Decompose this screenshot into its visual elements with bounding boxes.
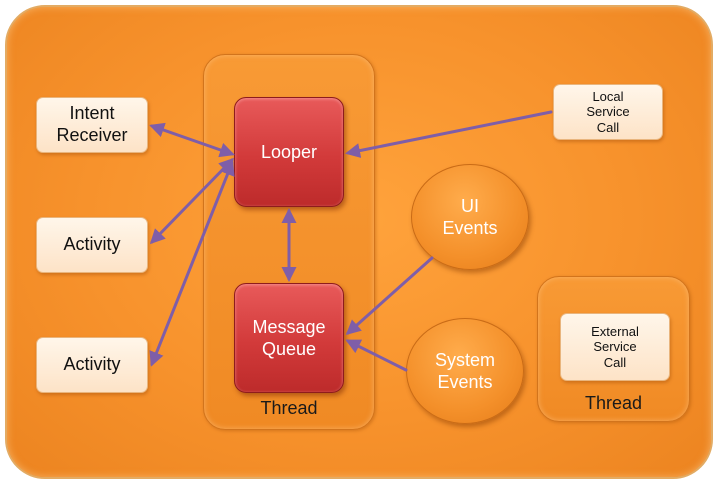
local-service-call-node: Local Service Call <box>553 84 663 140</box>
service-thread-label: Thread <box>584 393 643 413</box>
message-queue-label: Message Queue <box>252 316 326 360</box>
activity-node-1: Activity <box>36 217 148 273</box>
activity-label-2: Activity <box>63 354 121 375</box>
intent-receiver-node: Intent Receiver <box>36 97 148 153</box>
ui-events-label: UI Events <box>442 195 498 239</box>
external-service-call-node: External Service Call <box>560 313 670 381</box>
looper-label: Looper <box>260 141 318 162</box>
ui-events-node: UI Events <box>411 164 529 270</box>
message-queue-node: Message Queue <box>234 283 344 393</box>
looper-node: Looper <box>234 97 344 207</box>
main-thread-label: Thread <box>260 398 318 418</box>
system-events-label: System Events <box>434 349 495 393</box>
system-events-node: System Events <box>406 318 524 424</box>
external-service-call-label: External Service Call <box>591 323 639 370</box>
activity-label-1: Activity <box>63 234 121 255</box>
local-service-call-label: Local Service Call <box>586 88 630 135</box>
intent-receiver-label: Intent Receiver <box>56 103 128 145</box>
activity-node-2: Activity <box>36 337 148 393</box>
